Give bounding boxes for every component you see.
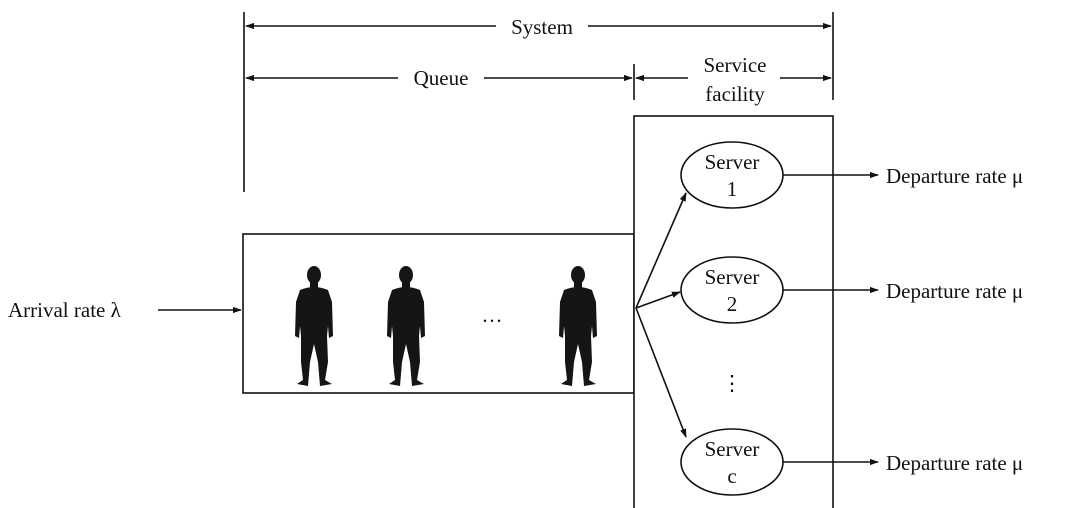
server-1-departure-label: Departure rate μ — [886, 164, 1023, 188]
queue-to-server-c-arrow — [635, 307, 687, 438]
server-c: Server c — [680, 428, 784, 496]
service-facility-label-line1: Service — [704, 53, 767, 77]
server-1: Server 1 — [680, 141, 784, 209]
server-c-departure-label: Departure rate μ — [886, 451, 1023, 475]
server-1-label: Server — [705, 150, 760, 174]
queue-ellipsis: … — [482, 303, 503, 327]
system-label: System — [511, 15, 573, 39]
arrival-rate-label: Arrival rate λ — [8, 298, 122, 322]
server-ellipsis: ⋮ — [722, 371, 743, 395]
service-facility-label-line2: facility — [705, 82, 765, 106]
server-c-label: Server — [705, 437, 760, 461]
queue-to-server-1-arrow — [635, 192, 687, 309]
server-1-number: 1 — [727, 177, 738, 201]
server-2-departure-label: Departure rate μ — [886, 279, 1023, 303]
server-2-number: 2 — [727, 292, 738, 316]
queue-label: Queue — [414, 66, 469, 90]
server-2: Server 2 — [680, 256, 784, 324]
server-c-number: c — [727, 464, 736, 488]
server-2-label: Server — [705, 265, 760, 289]
queue-to-server-2-arrow — [635, 291, 681, 309]
